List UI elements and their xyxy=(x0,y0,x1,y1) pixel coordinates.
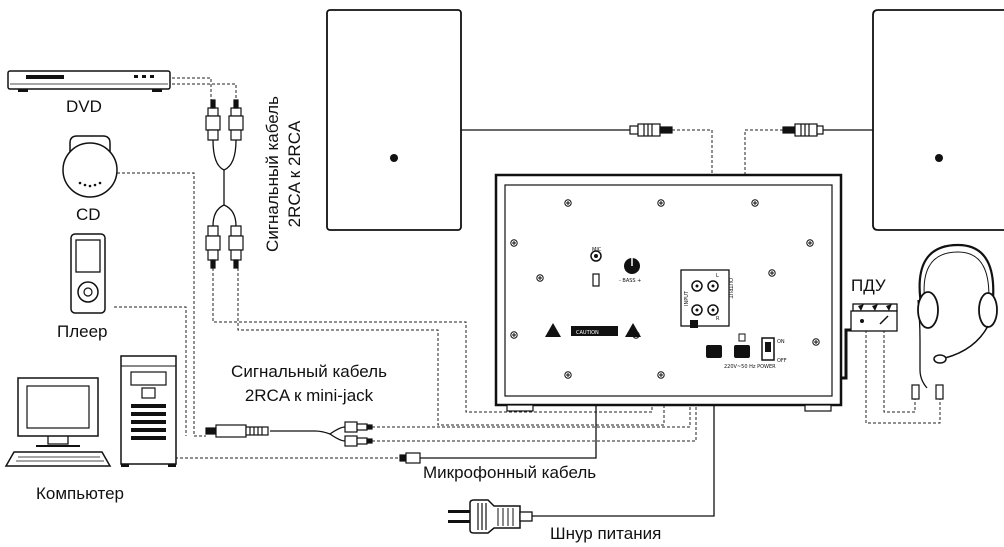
dvd-label: DVD xyxy=(66,97,102,116)
media-player-icon xyxy=(70,233,106,314)
remote-label: ПДУ xyxy=(851,276,886,295)
left-channel-label: L xyxy=(716,273,719,279)
signal-cable-jack-line1: Сигнальный кабель xyxy=(231,362,387,381)
dvd-player-icon xyxy=(7,70,171,92)
on-label: ON xyxy=(777,339,785,345)
mic-label: MIC xyxy=(592,247,602,253)
power-cord-label: Шнур питания xyxy=(550,524,662,543)
signal-cable-rca-line1: Сигнальный кабель xyxy=(263,96,282,252)
signal-cable-rca-line2: 2RCA к 2RCA xyxy=(285,120,304,228)
bass-label: - BASS + xyxy=(619,278,641,284)
output-label: OUTPUT xyxy=(727,278,733,299)
input-label: INPUT xyxy=(684,290,690,306)
signal-cable-rca-label: Сигнальный кабель 2RCA к 2RCA xyxy=(262,84,306,264)
signal-cable-jack-line2: 2RCA к mini-jack xyxy=(244,386,374,405)
off-label: OFF xyxy=(777,358,787,364)
signal-cable-jack-label: Сигнальный кабель 2RCA к mini-jack xyxy=(214,362,404,406)
computer-icon xyxy=(4,355,177,467)
power-plug-icon xyxy=(448,499,533,534)
subwoofer-icon xyxy=(494,173,843,412)
cd-player-icon xyxy=(62,135,118,198)
speaker-icon xyxy=(326,9,462,231)
mic-cable-label: Микрофонный кабель xyxy=(423,463,597,482)
rca-plug-icon xyxy=(205,99,244,269)
minijack-plug-icon xyxy=(205,123,824,464)
power-spec-label: 220V~50 Hz POWER xyxy=(724,364,776,370)
remote-control-icon xyxy=(850,303,898,332)
cd-label: CD xyxy=(76,205,101,224)
computer-label: Компьютер xyxy=(36,484,124,503)
headphones-icon xyxy=(911,243,998,400)
speaker-icon xyxy=(872,9,1004,231)
player-label: Плеер xyxy=(57,322,108,341)
caution-label: CAUTION xyxy=(576,330,599,336)
right-channel-label: R xyxy=(716,316,720,322)
